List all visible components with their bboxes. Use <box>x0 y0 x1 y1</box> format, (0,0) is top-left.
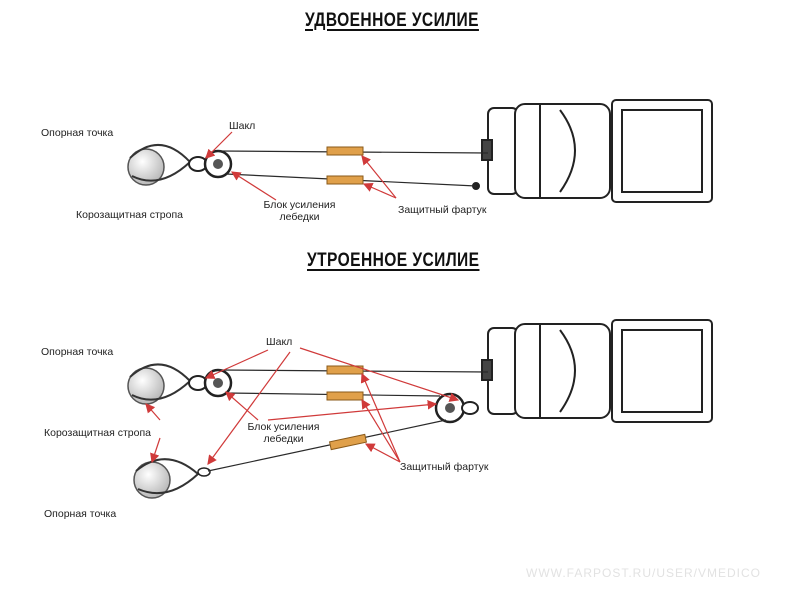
label-protector-bottom: Защитный фартук <box>400 461 489 473</box>
label-snatch-block-top-line1: Блок усиления <box>263 199 336 211</box>
anchor-bottom-1 <box>127 363 192 405</box>
label-anchor-point-bottom-2: Опорная точка <box>44 508 117 520</box>
label-snatch-block-top-line2: лебедки <box>279 211 320 223</box>
label-protector-top: Защитный фартук <box>398 204 487 216</box>
arrows-bottom <box>145 347 460 465</box>
snatch-block-bottom-1 <box>203 368 233 398</box>
protector-top <box>326 146 364 185</box>
watermark: WWW.FARPOST.RU/USER/VMEDICO <box>526 566 762 580</box>
truck-top <box>472 99 713 203</box>
double-pull-title: УДВОЕННОЕ УСИЛИЕ <box>305 10 479 31</box>
label-snatch-block-bottom-line1: Блок усиления <box>247 421 320 433</box>
label-shackle-bottom: Шакл <box>266 336 293 348</box>
label-snatch-block-top: Блок усиления лебедки <box>252 199 347 223</box>
anchor-top-1 <box>127 143 192 186</box>
label-shackle-top: Шакл <box>229 120 256 132</box>
truck-bottom <box>481 319 713 423</box>
triple-pull-title: УТРОЕННОЕ УСИЛИЕ <box>307 250 480 271</box>
label-snatch-block-bottom: Блок усиления лебедки <box>236 421 331 445</box>
label-snatch-block-bottom-line2: лебедки <box>263 433 304 445</box>
anchor-bottom-2 <box>133 458 211 499</box>
arrows-top <box>205 131 397 201</box>
label-anchor-point-top: Опорная точка <box>41 127 114 139</box>
label-tree-strap-bottom: Корозащитная стропа <box>44 427 151 439</box>
label-anchor-point-bottom-1: Опорная точка <box>41 346 114 358</box>
protector-bottom <box>326 365 368 451</box>
label-tree-strap-top: Корозащитная стропа <box>76 209 183 221</box>
snatch-block-truck <box>434 392 479 424</box>
